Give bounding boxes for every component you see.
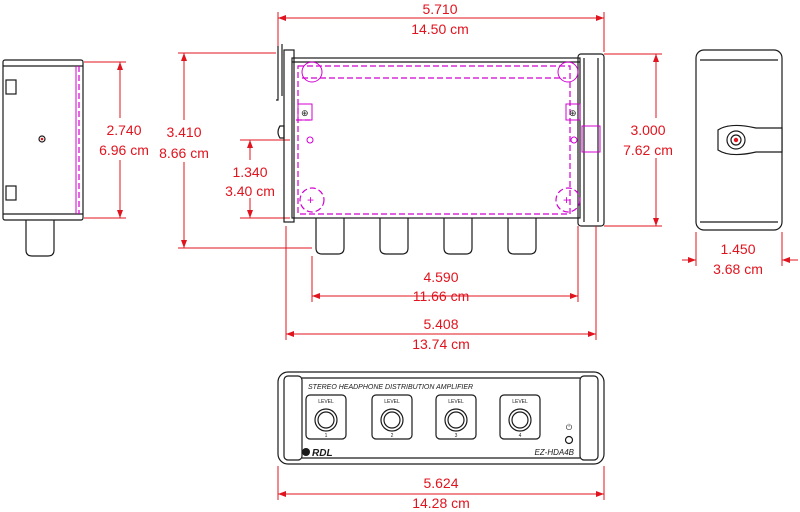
right-height-in: 3.000 [630,122,665,138]
brand-name: RDL [312,448,333,459]
overall-height-dimension: 3.410 8.66 cm [159,52,312,249]
svg-text:LEVEL: LEVEL [318,399,334,405]
body-width-dimension: 5.408 13.74 cm [285,226,597,352]
svg-text:⊕: ⊕ [569,108,577,118]
svg-text:+: + [563,193,570,207]
body-width-in: 5.408 [423,316,458,332]
front-width-in: 5.624 [423,475,458,491]
front-width-cm: 14.28 cm [412,495,470,511]
jack-span-cm: 11.66 cm [413,288,470,304]
jack-height-cm: 3.40 cm [225,183,275,199]
left-height-cm: 6.96 cm [99,142,149,158]
svg-text:1: 1 [325,433,328,439]
level-knob-2: LEVEL 2 [371,394,413,440]
jack-span-dimension: 4.590 11.66 cm [311,226,579,304]
front-width-dimension: 5.624 14.28 cm [277,466,605,511]
svg-text:3: 3 [455,433,458,439]
svg-text:2: 2 [391,433,394,439]
top-width-dimension: 5.710 14.50 cm [277,1,605,52]
power-led: ⏻ [564,423,574,445]
side-width-dimension: 1.450 3.68 cm [682,232,798,277]
left-side-view [2,59,84,257]
right-height-dimension: 3.000 7.62 cm [604,53,682,227]
jack-span-in: 4.590 [423,269,458,285]
svg-text:LEVEL: LEVEL [448,399,464,405]
top-width-cm: 14.50 cm [411,21,469,37]
top-width-in: 5.710 [422,1,457,17]
level-knob-3: LEVEL 3 [435,394,477,440]
front-panel-title: STEREO HEADPHONE DISTRIBUTION AMPLIFIER [308,384,473,391]
body-width-cm: 13.74 cm [412,336,470,352]
svg-text:⏻: ⏻ [566,423,573,432]
svg-text:LEVEL: LEVEL [384,399,400,405]
svg-text:⊕: ⊕ [301,108,309,118]
left-height-in: 2.740 [106,122,141,138]
model-number: EZ-HDA4B [534,448,574,457]
rear-view: ⊕ ⊕ + + [276,44,605,255]
svg-text:LEVEL: LEVEL [512,399,528,405]
level-knob-4: LEVEL 4 [499,394,541,440]
overall-height-in: 3.410 [166,124,201,140]
left-height-dimension: 2.740 6.96 cm [84,61,149,219]
svg-text:+: + [307,193,314,207]
jack-height-dimension: 1.340 3.40 cm [225,139,290,219]
side-width-in: 1.450 [720,241,755,257]
overall-height-cm: 8.66 cm [159,145,209,161]
rdl-logo: RDL [302,448,333,459]
right-height-cm: 7.62 cm [623,142,673,158]
jack-height-in: 1.340 [232,164,267,180]
level-knob-1: LEVEL 1 [305,394,347,440]
front-view [277,371,605,465]
right-side-view [695,49,783,231]
svg-text:4: 4 [519,433,522,439]
side-width-cm: 3.68 cm [713,261,763,277]
